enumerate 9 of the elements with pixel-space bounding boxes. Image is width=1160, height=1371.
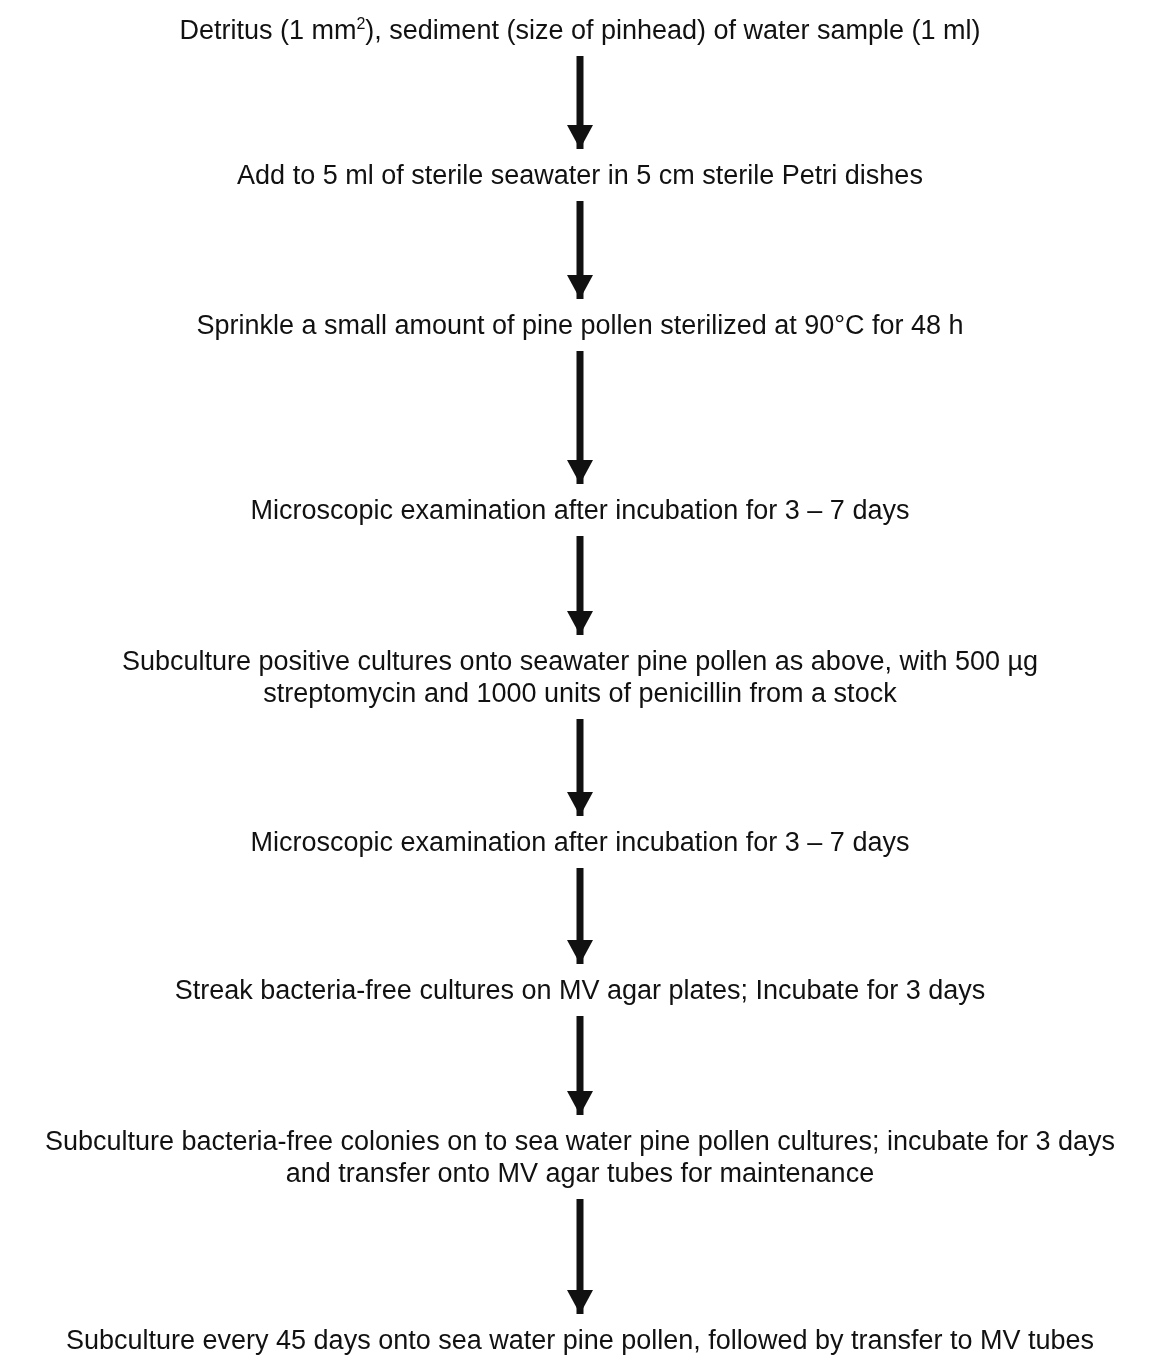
step-text: Add to 5 ml of sterile seawater in 5 cm sterile Petri dishes: [10, 159, 1150, 191]
step-text: Subculture bacteria-free colonies on to sea water pine pollen cultures; incubate for 3 days and transfer onto MV agar tubes for maintenance: [30, 1125, 1130, 1189]
step-text: Subculture every 45 days onto sea water pine pollen, followed by transfer to MV tubes: [30, 1324, 1130, 1356]
step-text: Sprinkle a small amount of pine pollen sterilized at 90°C for 48 h: [10, 309, 1150, 341]
step-text: Detritus (1 mm$^{2}$), sediment (size of pinhead) of water sample (1 ml): [10, 14, 1150, 46]
step-text: Microscopic examination after incubation for 3 – 7 days: [10, 826, 1150, 858]
step-text: Subculture positive cultures onto seawater pine pollen as above, with 500 µg streptomycin and 1000 units of penicillin from a stock: [50, 645, 1110, 709]
step-text: Microscopic examination after incubation for 3 – 7 days: [10, 494, 1150, 526]
step-text: Streak bacteria-free cultures on MV agar plates; Incubate for 3 days: [10, 974, 1150, 1006]
